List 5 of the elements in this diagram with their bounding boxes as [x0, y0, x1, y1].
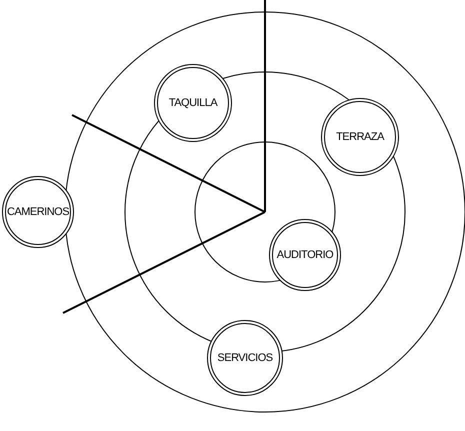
- zone-label: CAMERINOS: [6, 206, 70, 218]
- zone-label: TERRAZA: [336, 131, 384, 143]
- zone-label: AUDITORIO: [276, 249, 334, 261]
- zone-label: TAQUILLA: [168, 97, 218, 109]
- zone-label: SERVICIOS: [217, 352, 273, 364]
